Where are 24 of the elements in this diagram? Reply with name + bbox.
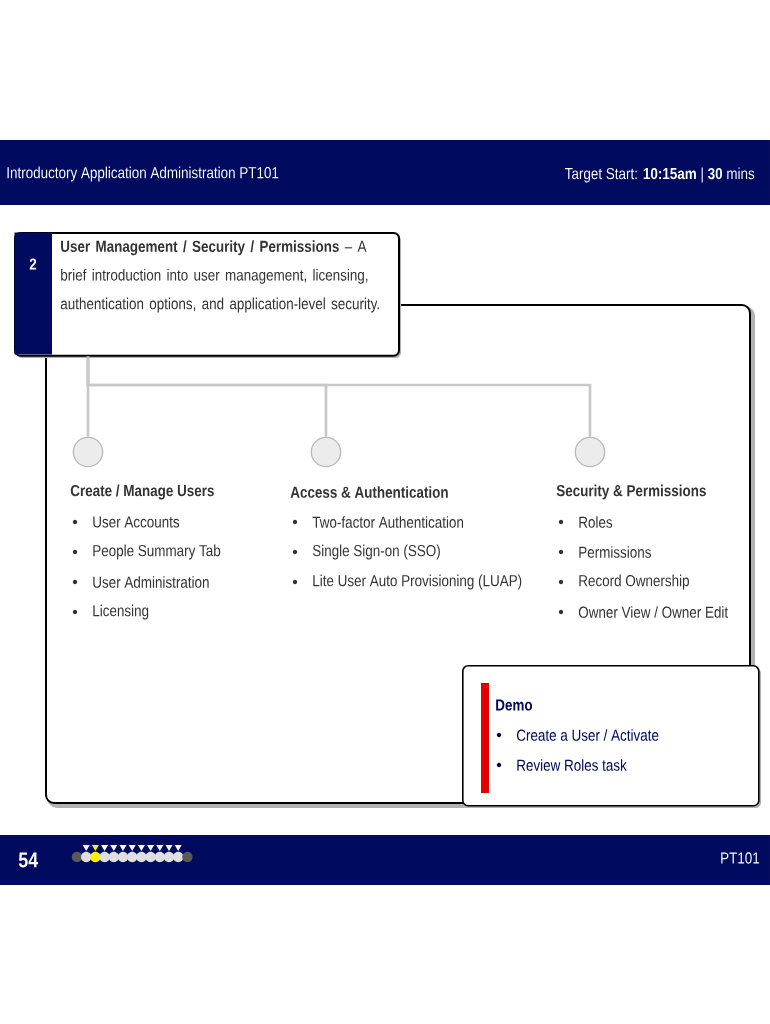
bullet-item: Permissions (558, 546, 651, 558)
bullet-item: Single Sign-on (SSO) (292, 544, 440, 560)
page-number: 54 (18, 852, 39, 868)
bullet-item: Record Ownership (558, 574, 689, 590)
circle-marker (72, 436, 104, 468)
demo-box: Demo Create a User / Activate Review Roles task (462, 665, 761, 808)
bullet-item: People Summary Tab (72, 544, 221, 560)
column-heading: Create / Manage Users (70, 484, 214, 500)
bullet-item: Owner View / Owner Edit (558, 606, 729, 618)
bullet-item: User Accounts (72, 516, 180, 528)
intro-box: 2 User Management / Security / Permissions – A brief introduction into user management, licensing, authentication options, and application-level security. (14, 232, 401, 358)
bullet-item: Roles (558, 516, 613, 528)
column-heading: Security & Permissions (556, 484, 706, 500)
title: Introductory Application Administration PT101 (7, 166, 279, 182)
bullet-item: Two-factor Authentication (292, 516, 464, 528)
circle-marker (574, 436, 606, 468)
column-heading: Access & Authentication (290, 486, 448, 498)
header-text: Target Start: 10:15am | 30 mins (565, 167, 755, 183)
course-code: PT101 (721, 852, 760, 864)
bullet-item: User Administration (72, 576, 209, 588)
circle-marker (310, 436, 342, 468)
bullet-item: Licensing (72, 604, 149, 620)
bullet-item: Lite User Auto Provisioning (LUAP) (292, 574, 522, 590)
connector-line (86, 356, 592, 437)
